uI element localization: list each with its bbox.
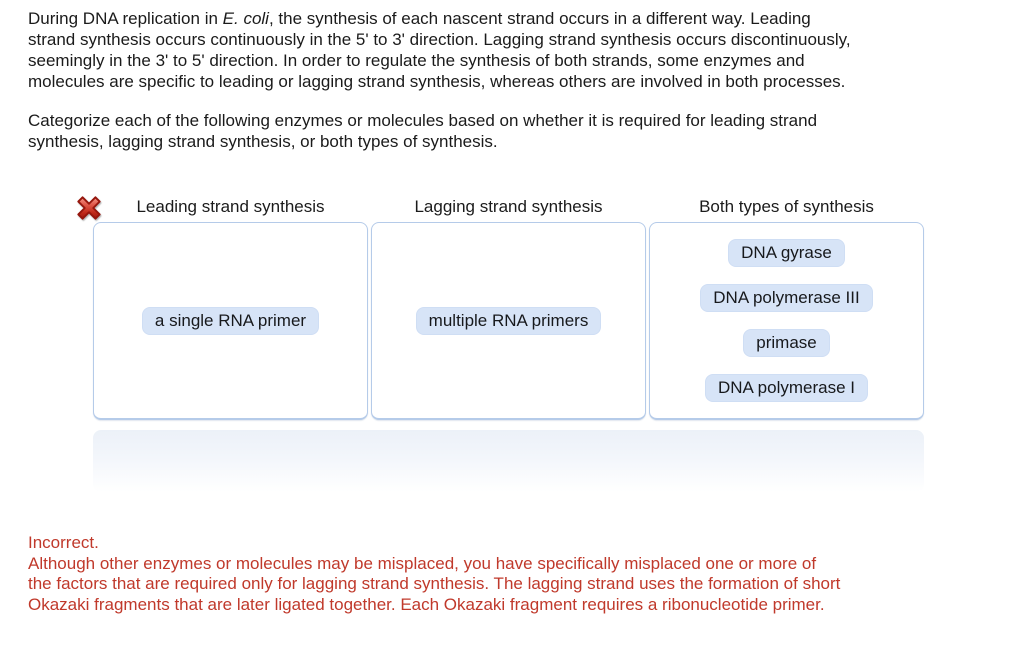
feedback-line: the factors that are required only for l… <box>28 574 841 593</box>
incorrect-x-icon <box>73 193 105 223</box>
intro-line: strand synthesis occurs continuously in … <box>28 30 851 49</box>
intro-paragraph: During DNA replication in E. coli, the s… <box>28 8 996 92</box>
bin-leading-strand[interactable]: a single RNA primer <box>93 222 368 420</box>
draggable-item-chip[interactable]: primase <box>743 329 830 357</box>
feedback-line: Okazaki fragments that are later ligated… <box>28 594 825 614</box>
feedback-message: Incorrect. Although other enzymes or mol… <box>28 533 996 615</box>
instruction-line: Categorize each of the following enzymes… <box>28 111 818 130</box>
bin-header-leading: Leading strand synthesis <box>136 197 325 216</box>
intro-line: During DNA replication in E. coli, the s… <box>28 9 811 28</box>
bin-boxes: a single RNA primer multiple RNA primers… <box>93 222 924 420</box>
draggable-item-chip[interactable]: DNA polymerase I <box>705 374 868 402</box>
question-page: During DNA replication in E. coli, the s… <box>28 8 996 615</box>
bin-header-lagging: Lagging strand synthesis <box>414 197 603 216</box>
draggable-item-chip[interactable]: a single RNA primer <box>141 306 320 335</box>
bin-headers: Leading strand synthesis Lagging strand … <box>93 197 924 222</box>
feedback-line: Although other enzymes or molecules may … <box>28 553 817 573</box>
instruction-paragraph: Categorize each of the following enzymes… <box>28 110 996 152</box>
bin-header-both: Both types of synthesis <box>699 197 874 216</box>
draggable-item-chip[interactable]: DNA polymerase III <box>700 284 873 312</box>
draggable-item-chip[interactable]: DNA gyrase <box>728 239 845 267</box>
intro-line: seemingly in the 3' to 5' direction. In … <box>28 51 805 70</box>
categorization-activity: Leading strand synthesis Lagging strand … <box>77 196 924 492</box>
feedback-title: Incorrect. <box>28 533 99 552</box>
item-bank[interactable] <box>93 430 924 492</box>
draggable-item-chip[interactable]: multiple RNA primers <box>415 306 602 335</box>
bin-lagging-strand[interactable]: multiple RNA primers <box>371 222 646 420</box>
intro-line: molecules are specific to leading or lag… <box>28 72 846 91</box>
instruction-line: synthesis, lagging strand synthesis, or … <box>28 132 498 151</box>
